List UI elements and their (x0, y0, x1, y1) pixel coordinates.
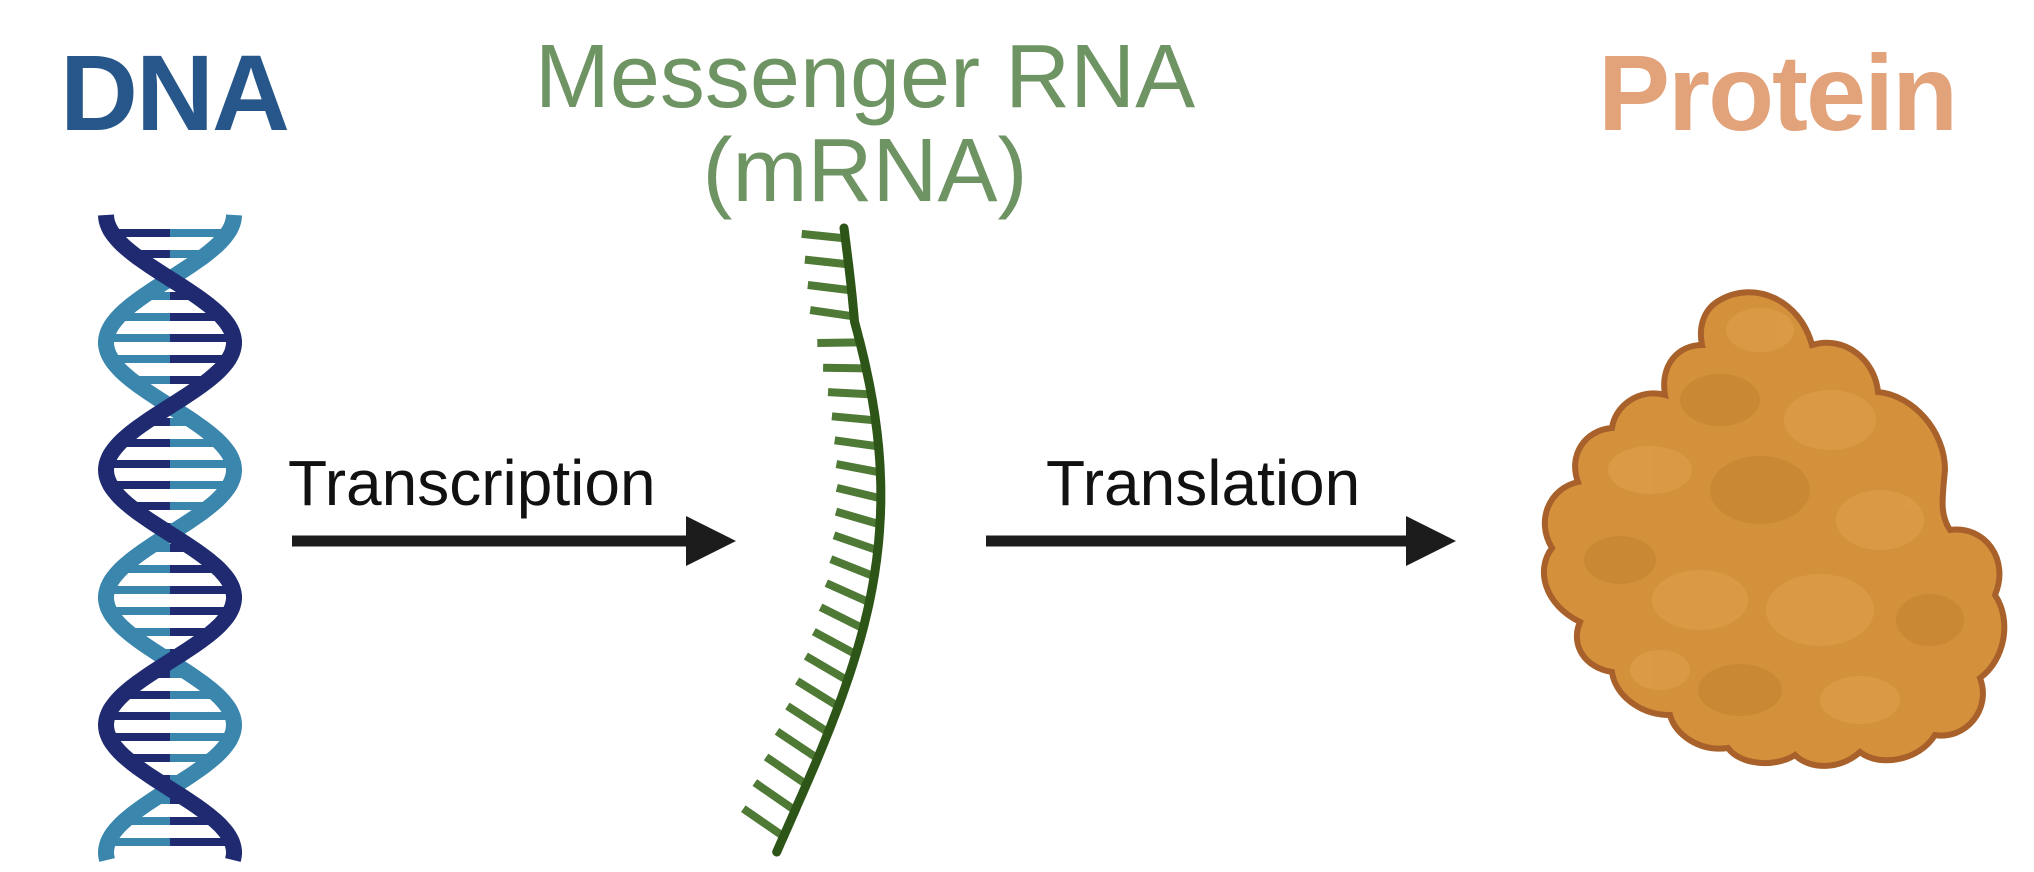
mrna-base (834, 507, 882, 529)
mrna-base (801, 229, 846, 243)
mrna-strand-icon (741, 223, 886, 857)
mrna-base (818, 603, 865, 632)
mrna-bases (741, 229, 882, 840)
dna-strand-dark (97, 214, 242, 862)
mrna-base (829, 555, 876, 581)
mrna-base (803, 652, 850, 684)
mrna-base (774, 727, 820, 762)
translation-arrow (986, 516, 1456, 566)
protein-title: Protein (1598, 32, 1958, 153)
dna-double-helix-icon (97, 214, 243, 862)
mrna-title-line2: (mRNA) (702, 121, 1028, 221)
mrna-base (811, 628, 858, 658)
mrna-base (827, 388, 872, 399)
translation-label: Translation (1046, 447, 1361, 519)
transcription-arrow (292, 516, 736, 566)
folded-protein-icon (1541, 289, 2008, 769)
mrna-title: Messenger RNA (mRNA) (520, 30, 1210, 218)
mrna-base (824, 579, 871, 607)
mrna-base (809, 306, 855, 321)
protein-body (1541, 289, 2008, 769)
transcription-label: Transcription (288, 447, 656, 519)
mrna-base (834, 436, 880, 451)
mrna-base (763, 753, 809, 788)
mrna-base (835, 484, 882, 503)
mrna-base (835, 460, 882, 477)
mrna-base (804, 255, 850, 269)
mrna-base (741, 805, 786, 840)
mrna-base (817, 338, 861, 347)
mrna-base (832, 531, 880, 555)
mrna-base (752, 779, 798, 814)
mrna-backbone (772, 223, 886, 857)
protein-texture (1584, 308, 1964, 724)
mrna-base (823, 363, 867, 373)
dna-title: DNA (60, 32, 290, 153)
mrna-title-line1: Messenger RNA (534, 27, 1196, 127)
mrna-base (785, 702, 831, 736)
mrna-base (794, 677, 841, 710)
mrna-base (831, 412, 876, 425)
mrna-base (807, 281, 852, 295)
